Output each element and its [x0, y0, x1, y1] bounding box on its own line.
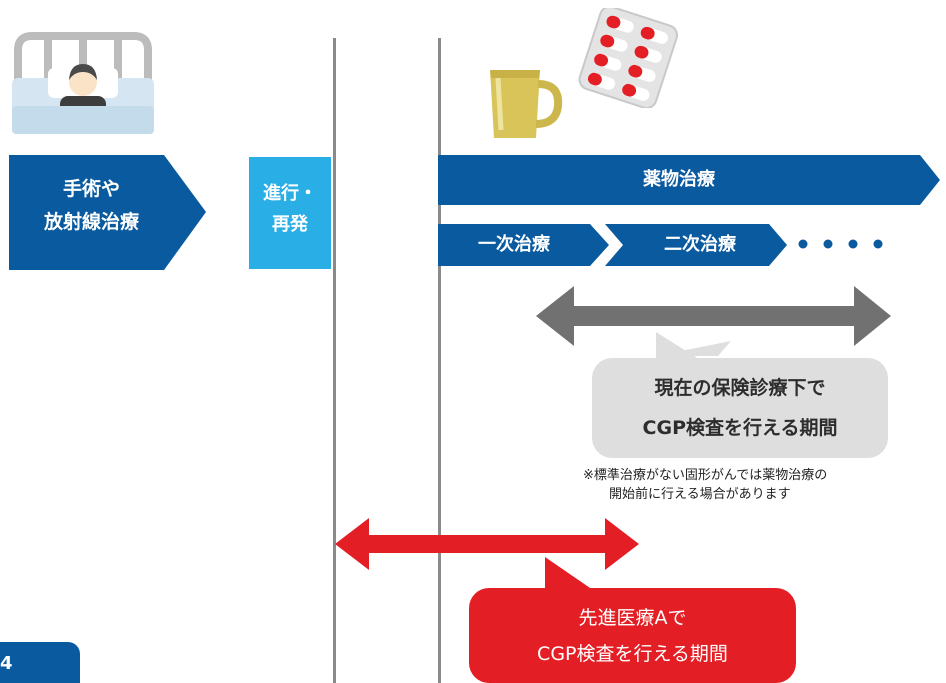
surgery-radiation-label: 手術や 放射線治療	[9, 173, 174, 239]
advanced-callout-pointer	[545, 557, 593, 590]
footnote-line-2: 開始前に行える場合があります	[609, 487, 791, 502]
insurance-callout-pointer	[656, 332, 702, 361]
surgery-label-line-1: 手術や	[62, 178, 120, 200]
surgery-label-line-2: 放射線治療	[43, 211, 139, 233]
second-line-label: 二次治療	[664, 234, 736, 255]
first-line-chevron	[438, 224, 609, 266]
first-line-label: 一次治療	[478, 234, 550, 255]
page-number-tab: 4	[0, 642, 80, 683]
progression-timeline-rule	[333, 38, 336, 683]
insurance-period-text: 現在の保険診療下で CGP検査を行える期間	[592, 368, 888, 448]
advanced-text-line-1: 先進医療Aで	[578, 607, 687, 629]
drug-therapy-label: 薬物治療	[643, 169, 715, 190]
footnote-line-1: ※標準治療がない固形がんでは薬物治療の	[583, 468, 828, 483]
insurance-text-line-2: CGP検査を行える期間	[642, 417, 838, 439]
pill-blister-icon	[578, 8, 678, 108]
progression-label-line-1: 進行・	[263, 183, 317, 204]
advanced-text-line-2: CGP検査を行える期間	[537, 643, 728, 665]
drug-therapy-start-rule	[438, 38, 441, 683]
advanced-period-arrow	[335, 518, 639, 570]
page-number: 4	[0, 653, 13, 674]
footnote: ※標準治療がない固形がんでは薬物治療の 開始前に行える場合があります	[583, 466, 943, 504]
continuation-dots	[798, 239, 883, 249]
insurance-period-callout	[592, 358, 888, 458]
progression-recurrence-stage	[249, 157, 331, 269]
progression-label-line-2: 再発	[272, 214, 308, 235]
drug-therapy-arrow	[438, 155, 940, 205]
insurance-text-line-1: 現在の保険診療下で	[654, 377, 826, 399]
hospital-bed-icon	[12, 32, 154, 134]
progression-recurrence-label: 進行・ 再発	[249, 178, 331, 240]
advanced-period-callout	[469, 588, 796, 683]
advanced-period-text: 先進医療Aで CGP検査を行える期間	[469, 600, 796, 672]
second-line-chevron	[605, 224, 787, 266]
surgery-radiation-stage	[9, 155, 206, 270]
mug-icon	[490, 70, 563, 138]
